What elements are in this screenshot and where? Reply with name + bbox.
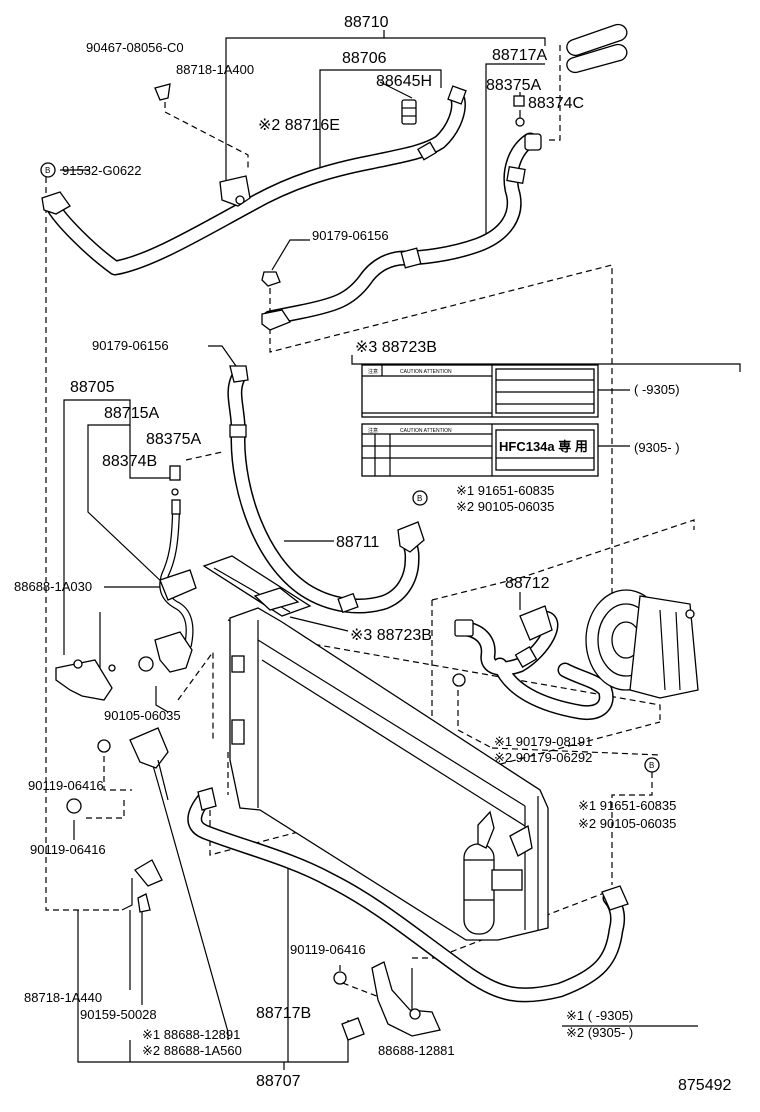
label-88375A-top: 88375A <box>486 77 541 94</box>
label-88645H: 88645H <box>376 73 432 90</box>
nut-90119-b <box>66 798 82 814</box>
legend-1: ※1 ( -9305) <box>566 1008 633 1023</box>
svg-text:B: B <box>649 761 654 770</box>
label-88710: 88710 <box>344 14 389 31</box>
clamp-88688-12881 <box>341 1017 365 1041</box>
label-91532: 91532-G0622 <box>62 163 142 178</box>
valve-88645H <box>401 99 417 125</box>
svg-text:B: B <box>45 166 50 175</box>
caution-label-lower: 注意 CAUTION ATTENTION HFC134a 専 用 <box>361 423 599 477</box>
label-91651-a: ※1 91651-60835 <box>456 483 554 498</box>
svg-text:注意: 注意 <box>368 427 378 434</box>
hfc134a-label: HFC134a 専 用 <box>499 439 588 454</box>
label-90119-c: 90119-06416 <box>290 942 366 957</box>
b-marker-1 <box>40 162 56 178</box>
label-range-1: ( -9305) <box>634 382 680 397</box>
nut-90179-08191 <box>452 673 466 687</box>
label-91651-b: ※1 91651-60835 <box>578 798 676 813</box>
label-90159: 90159-50028 <box>80 1007 157 1022</box>
label-90467: 90467-08056-C0 <box>86 40 184 55</box>
parts <box>41 23 699 1041</box>
compressor <box>585 589 699 699</box>
label-88712: 88712 <box>505 575 550 592</box>
svg-text:CAUTION ATTENTION: CAUTION ATTENTION <box>400 369 452 375</box>
diagram-id: 875492 <box>678 1077 731 1094</box>
hoses <box>44 92 626 1003</box>
label-90179-06292: ※2 90179-06292 <box>494 750 592 765</box>
label-88707: 88707 <box>256 1073 301 1090</box>
fitting-88712-a <box>454 619 474 637</box>
bracket-88688-1A030 <box>55 659 113 701</box>
b-marker-3 <box>644 757 660 773</box>
legend-2: ※2 (9305- ) <box>566 1025 633 1040</box>
label-88717B: 88717B <box>256 1005 311 1022</box>
bracket-88688-12881 <box>371 961 441 1037</box>
part-labels: 88710 90467-08056-C0 88718-1A400 88706 8… <box>14 14 731 1094</box>
label-88705: 88705 <box>70 379 115 396</box>
label-88688-12881: 88688-12881 <box>378 1043 455 1058</box>
core-88374C <box>515 117 525 127</box>
svg-text:B: B <box>417 494 422 503</box>
b-markers: B B B <box>40 162 660 773</box>
label-88716E: ※2 88716E <box>258 117 340 134</box>
cap-88375A-mid <box>169 465 181 481</box>
clip-90467 <box>154 83 171 101</box>
label-90105-06035: 90105-06035 <box>104 708 181 723</box>
label-88715A: 88715A <box>104 405 159 422</box>
label-88374B: 88374B <box>102 453 157 470</box>
label-88706: 88706 <box>342 50 387 67</box>
svg-text:注意: 注意 <box>368 368 378 375</box>
label-88711: 88711 <box>336 534 379 551</box>
label-88718-1A400: 88718-1A400 <box>176 62 254 77</box>
nut-90119-c <box>333 971 347 985</box>
b-marker-2 <box>412 490 428 506</box>
label-90105-a: ※2 90105-06035 <box>456 499 554 514</box>
label-88688-12891: ※1 88688-12891 <box>142 1027 240 1042</box>
label-88374C: 88374C <box>528 95 584 112</box>
label-88723B-top: ※3 88723B <box>355 339 437 356</box>
leader-lines <box>45 30 741 1070</box>
fitting-88712-b <box>519 605 553 641</box>
label-90119-a: 90119-06416 <box>28 778 104 793</box>
clamp-88718-1A400 <box>219 175 251 207</box>
caps-88717A <box>566 23 628 74</box>
caution-label-upper: 注意 CAUTION ATTENTION <box>361 364 599 418</box>
cap-88375A <box>513 95 525 107</box>
label-88688-1A030: 88688-1A030 <box>14 579 92 594</box>
label-90179-upper: 90179-06156 <box>312 228 389 243</box>
svg-text:CAUTION ATTENTION: CAUTION ATTENTION <box>400 428 452 434</box>
label-range-2: (9305- ) <box>634 440 680 455</box>
label-90105-b: ※2 90105-06035 <box>578 816 676 831</box>
receiver-dryer <box>463 810 533 935</box>
core-88374B <box>171 488 179 496</box>
label-90119-b: 90119-06416 <box>30 842 106 857</box>
label-88717A: 88717A <box>492 47 547 64</box>
label-88723B-mid: ※3 88723B <box>350 627 432 644</box>
label-90179-08191: ※1 90179-08191 <box>494 734 592 749</box>
label-88718-1A440: 88718-1A440 <box>24 990 102 1005</box>
label-88375A-mid: 88375A <box>146 431 201 448</box>
fittings <box>229 141 538 668</box>
label-90179-mid: 90179-06156 <box>92 338 169 353</box>
label-88688-1A560: ※2 88688-1A560 <box>142 1043 242 1058</box>
